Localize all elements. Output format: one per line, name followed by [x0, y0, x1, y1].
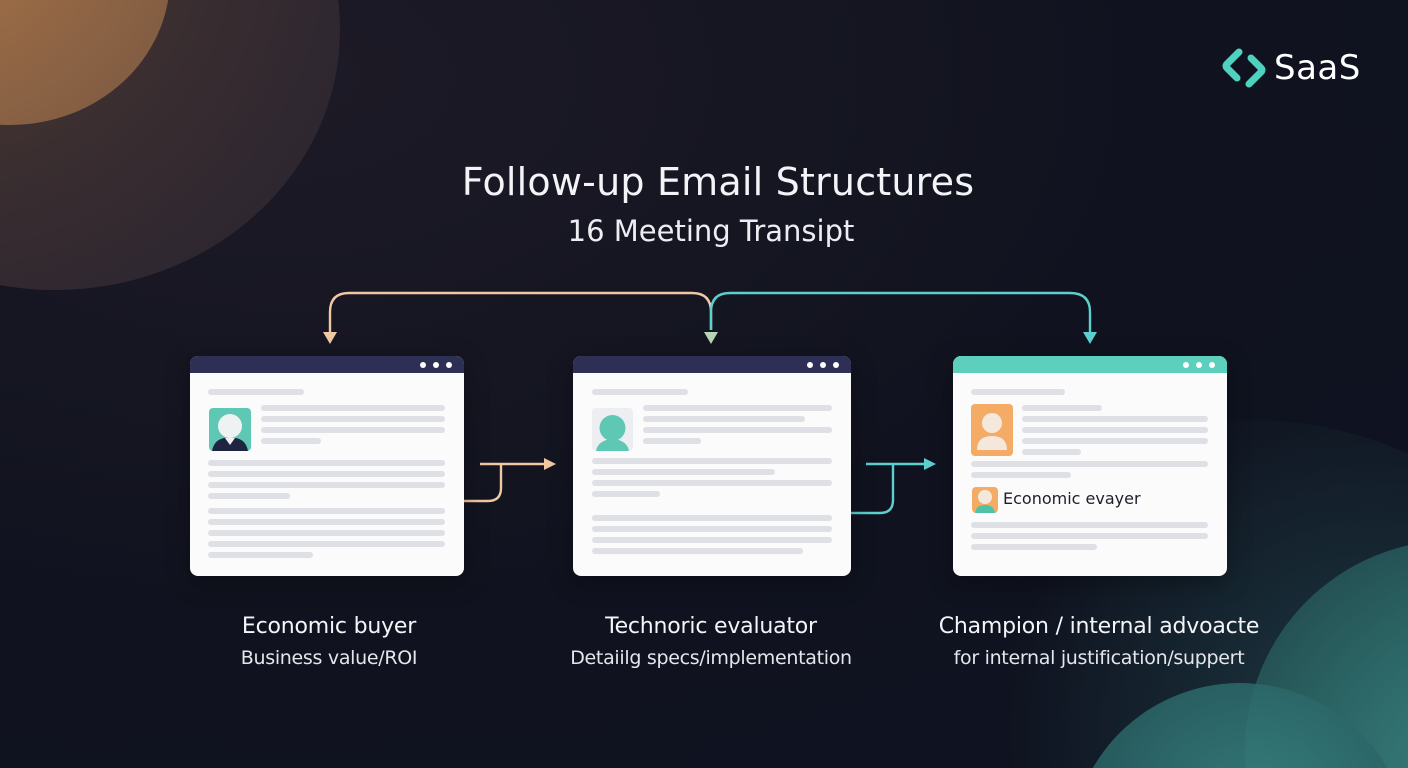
role-title: Economic buyer — [241, 614, 417, 639]
window-dot-icon — [446, 361, 452, 368]
placeholder-line — [208, 552, 313, 558]
placeholder-line — [1022, 427, 1208, 433]
window-dot-icon — [1209, 361, 1215, 368]
placeholder-line — [208, 541, 445, 547]
placeholder-line — [208, 530, 445, 536]
role-title: Technoric evaluator — [605, 614, 817, 639]
window-dot-icon — [420, 361, 426, 368]
placeholder-line — [208, 482, 445, 488]
placeholder-line — [592, 537, 832, 543]
user-icon — [592, 408, 633, 451]
email-card-economic-buyer — [190, 356, 464, 576]
placeholder-line — [1022, 449, 1081, 455]
window-dot-icon — [820, 361, 826, 368]
role-label-economic-buyer: Economic buyer Business value/ROI — [159, 614, 499, 669]
role-label-champion: Champion / internal advoacte for interna… — [929, 614, 1269, 669]
placeholder-line — [208, 493, 290, 499]
placeholder-line — [643, 438, 701, 444]
placeholder-line — [1022, 405, 1102, 411]
inline-contact-label: Economic evayer — [1003, 489, 1141, 508]
placeholder-line — [592, 548, 803, 554]
brand-logo: SaaS — [1222, 46, 1361, 90]
placeholder-line — [592, 389, 688, 395]
placeholder-line — [592, 515, 832, 521]
placeholder-line — [261, 438, 321, 444]
user-icon — [971, 404, 1013, 456]
placeholder-line — [261, 427, 445, 433]
placeholder-line — [971, 533, 1208, 539]
placeholder-line — [592, 526, 832, 532]
placeholder-line — [261, 416, 445, 422]
window-dot-icon — [1183, 361, 1189, 368]
page-title: Follow-up Email Structures — [461, 160, 975, 204]
email-card-technical-evaluator — [573, 356, 851, 576]
role-description: Detaiilg specs/implementation — [570, 647, 852, 669]
placeholder-line — [592, 458, 832, 464]
placeholder-line — [1022, 416, 1208, 422]
placeholder-line — [592, 491, 660, 497]
window-dot-icon — [433, 361, 439, 368]
card-title-bar — [953, 356, 1227, 373]
brand-name: SaaS — [1274, 48, 1361, 88]
placeholder-line — [971, 389, 1065, 395]
placeholder-line — [208, 460, 445, 466]
placeholder-line — [208, 389, 304, 395]
user-icon — [972, 487, 998, 513]
placeholder-line — [208, 519, 445, 525]
card-title-bar — [573, 356, 851, 373]
window-dot-icon — [1196, 361, 1202, 368]
window-dot-icon — [833, 361, 839, 368]
placeholder-line — [1022, 438, 1208, 444]
placeholder-line — [208, 508, 445, 514]
business-person-icon — [209, 408, 251, 451]
placeholder-line — [592, 480, 832, 486]
placeholder-line — [261, 405, 445, 411]
role-title: Champion / internal advoacte — [938, 614, 1260, 639]
role-description: Business value/ROI — [240, 647, 418, 669]
placeholder-line — [208, 471, 445, 477]
window-dot-icon — [807, 361, 813, 368]
placeholder-line — [971, 522, 1208, 528]
card-title-bar — [190, 356, 464, 373]
placeholder-line — [971, 472, 1071, 478]
role-description: for internal justification/suppert — [953, 647, 1245, 669]
placeholder-line — [592, 469, 775, 475]
chevron-diamond-icon — [1222, 48, 1266, 88]
placeholder-line — [971, 461, 1208, 467]
page-subtitle: 16 Meeting Transipt — [567, 214, 855, 248]
placeholder-line — [643, 405, 832, 411]
role-label-technical-evaluator: Technoric evaluator Detaiilg specs/imple… — [541, 614, 881, 669]
placeholder-line — [643, 427, 832, 433]
placeholder-line — [643, 416, 805, 422]
email-card-champion: Economic evayer — [953, 356, 1227, 576]
placeholder-line — [971, 544, 1097, 550]
